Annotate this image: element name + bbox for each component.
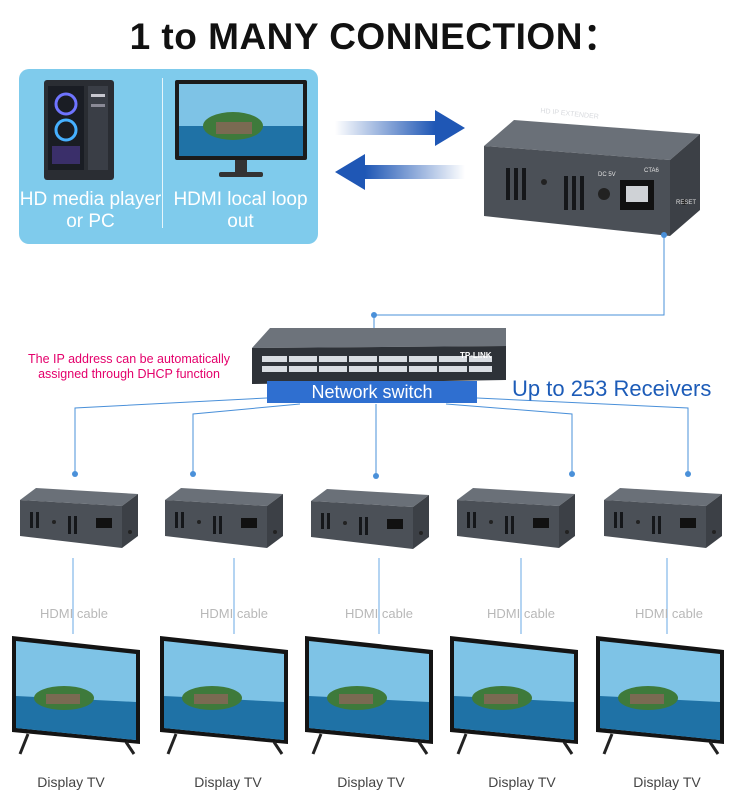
pc-tower-icon bbox=[44, 80, 114, 180]
display-tv-label: Display TV bbox=[633, 774, 701, 790]
hdmi-cable-label: HDMI cable bbox=[40, 606, 108, 621]
receiver-device bbox=[604, 488, 722, 548]
display-tv-icon bbox=[10, 634, 142, 756]
hd-player-label: HD media player or PC bbox=[19, 189, 162, 232]
hdmi-cable-label: HDMI cable bbox=[345, 606, 413, 621]
reset-label: RESET bbox=[676, 200, 697, 206]
ethernet-port-label: CTA6 bbox=[644, 168, 659, 174]
hdmi-loop-label: HDMI local loop out bbox=[173, 189, 308, 232]
right-arrow-icon bbox=[335, 110, 465, 146]
left-arrow-icon bbox=[335, 154, 465, 190]
network-switch-label: Network switch bbox=[267, 381, 477, 403]
dc-port-label: DC 5V bbox=[598, 172, 616, 178]
transmitter-to-switch-line bbox=[374, 235, 665, 316]
page-title: 1 to MANY CONNECTION： bbox=[129, 16, 621, 57]
switch-brand: TP-LINK bbox=[460, 351, 492, 360]
receiver-device bbox=[457, 488, 575, 548]
display-tv-label: Display TV bbox=[194, 774, 262, 790]
signal-arrows bbox=[335, 110, 465, 190]
display-tv-icon bbox=[448, 634, 580, 756]
display-tv-icon bbox=[158, 634, 290, 756]
display-tv-icon bbox=[303, 634, 435, 756]
display-tv-label: Display TV bbox=[337, 774, 405, 790]
hdmi-cable-label: HDMI cable bbox=[635, 606, 703, 621]
receiver-device bbox=[20, 488, 138, 548]
receivers-count-label: Up to 253 Receivers bbox=[512, 376, 712, 401]
hdmi-cable-label: HDMI cable bbox=[487, 606, 555, 621]
receiver-device bbox=[165, 488, 283, 548]
hdmi-cable-label: HDMI cable bbox=[200, 606, 268, 621]
display-tv-label: Display TV bbox=[37, 774, 105, 790]
monitor-icon bbox=[175, 80, 307, 177]
dhcp-note: The IP address can be automatically assi… bbox=[28, 352, 230, 381]
network-switch-device bbox=[252, 328, 506, 384]
panel-divider bbox=[162, 78, 163, 228]
display-tv-label: Display TV bbox=[488, 774, 556, 790]
display-tv-icon bbox=[594, 634, 726, 756]
receiver-device bbox=[311, 489, 429, 549]
transmitter-device bbox=[484, 120, 700, 236]
